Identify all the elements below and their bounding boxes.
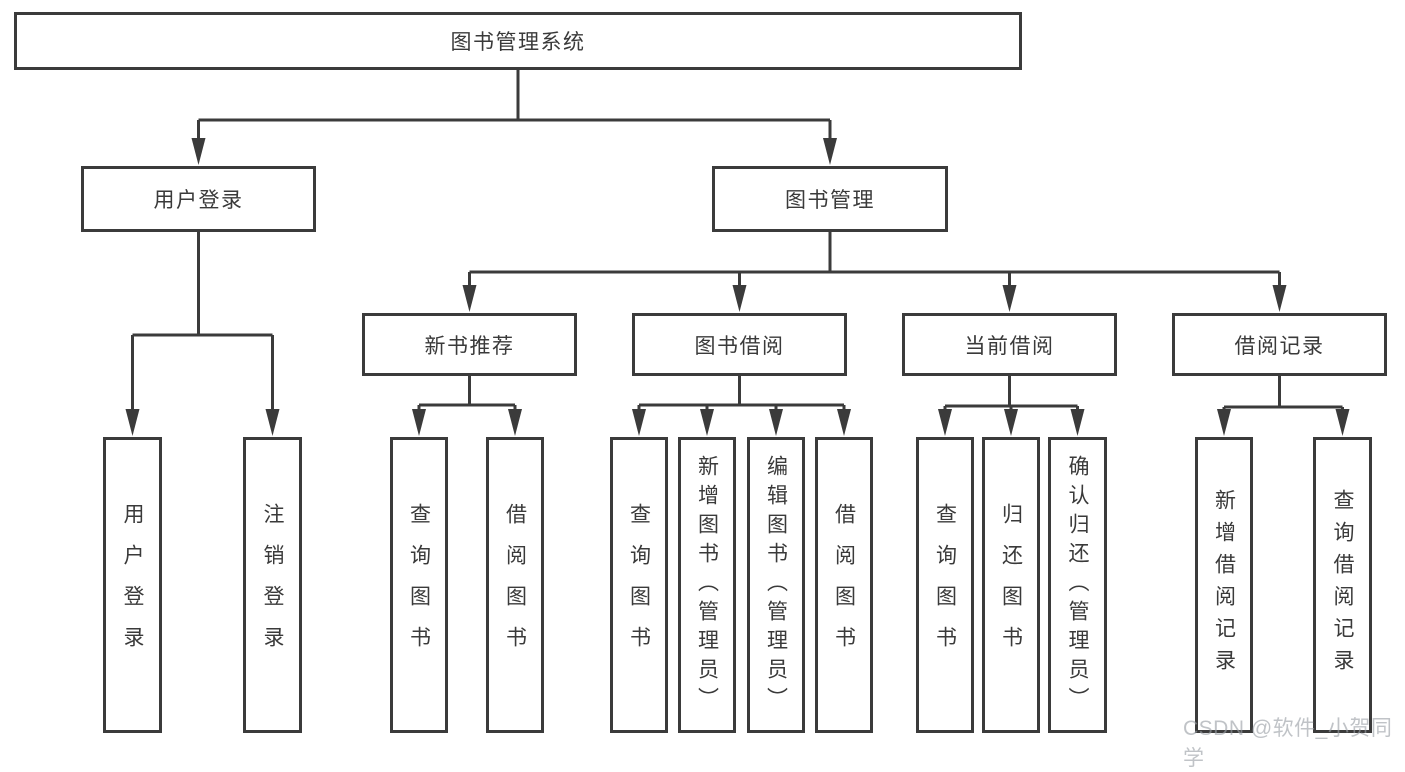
node-user-login: 用户登录 bbox=[81, 166, 316, 232]
node-cb-confirm: 确认归还（管理员） bbox=[1048, 437, 1107, 733]
node-nb-query: 查询图书 bbox=[390, 437, 448, 733]
node-cb-query: 查询图书 bbox=[916, 437, 974, 733]
node-new-book-rec: 新书推荐 bbox=[362, 313, 577, 376]
connector-lines bbox=[125, 70, 1350, 436]
node-leaf-logout: 注销登录 bbox=[243, 437, 302, 733]
node-cb-return: 归还图书 bbox=[982, 437, 1040, 733]
node-book-mgmt: 图书管理 bbox=[712, 166, 948, 232]
node-br-query: 查询借阅记录 bbox=[1313, 437, 1372, 733]
node-nb-borrow: 借阅图书 bbox=[486, 437, 544, 733]
node-bb-add: 新增图书（管理员） bbox=[678, 437, 736, 733]
node-leaf-user-login: 用户登录 bbox=[103, 437, 162, 733]
node-br-add: 新增借阅记录 bbox=[1195, 437, 1253, 733]
csdn-watermark: CSDN @软件_小贺同学 bbox=[1183, 717, 1393, 770]
node-borrow-record: 借阅记录 bbox=[1172, 313, 1387, 376]
library-system-structure-diagram: 图书管理系统用户登录图书管理新书推荐图书借阅当前借阅借阅记录用户登录注销登录查询… bbox=[14, 12, 1392, 770]
node-root: 图书管理系统 bbox=[14, 12, 1022, 70]
node-bb-edit: 编辑图书（管理员） bbox=[747, 437, 805, 733]
node-bb-query: 查询图书 bbox=[610, 437, 668, 733]
node-current-borrow: 当前借阅 bbox=[902, 313, 1117, 376]
node-bb-borrow: 借阅图书 bbox=[815, 437, 873, 733]
node-book-borrow: 图书借阅 bbox=[632, 313, 847, 376]
